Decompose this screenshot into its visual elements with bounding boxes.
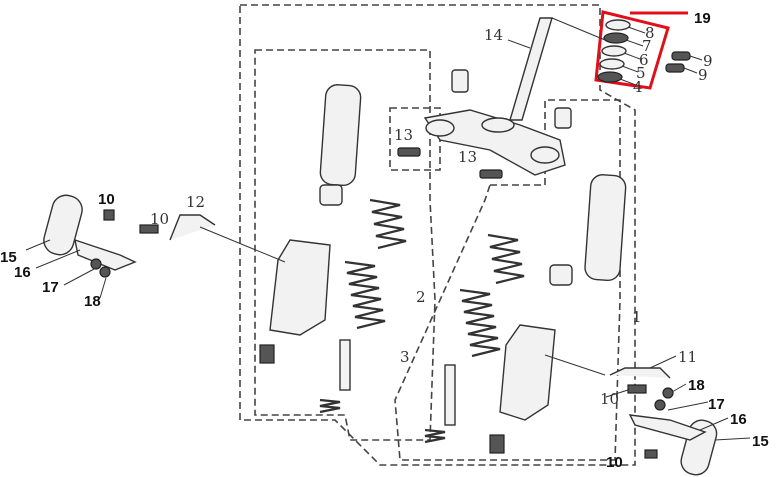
callout-18-right: 18 bbox=[688, 377, 705, 394]
callout-6: 6 bbox=[639, 51, 649, 69]
callout-10-right-a: 10 bbox=[600, 390, 619, 408]
callout-9b: 9 bbox=[698, 66, 708, 84]
left-reflector-set bbox=[25, 194, 286, 299]
cap-left bbox=[451, 69, 469, 93]
left-fork bbox=[259, 84, 407, 414]
callout-13a: 13 bbox=[394, 126, 413, 144]
callout-12: 12 bbox=[186, 193, 205, 211]
right-reflector-set bbox=[544, 354, 751, 476]
callout-17-right: 17 bbox=[708, 396, 725, 413]
steering-stem bbox=[507, 17, 606, 121]
right-fork bbox=[424, 174, 627, 454]
callout-19: 19 bbox=[694, 10, 711, 27]
callout-1: 1 bbox=[632, 308, 642, 326]
callout-11: 11 bbox=[678, 348, 697, 366]
callout-16-left: 16 bbox=[14, 264, 31, 281]
callout-5: 5 bbox=[636, 64, 646, 82]
callout-9a: 9 bbox=[703, 52, 713, 70]
callout-18-left: 18 bbox=[84, 293, 101, 310]
right-fork-outline bbox=[394, 99, 621, 461]
assembly-outline bbox=[239, 4, 636, 466]
callout-8: 8 bbox=[645, 24, 655, 42]
callout-17-left: 17 bbox=[42, 279, 59, 296]
seal-stack bbox=[597, 19, 646, 86]
nuts-9 bbox=[665, 51, 703, 74]
callout-15-right: 15 bbox=[752, 433, 769, 450]
callout-4: 4 bbox=[633, 78, 643, 96]
kit-highlight bbox=[594, 10, 670, 90]
callout-7: 7 bbox=[642, 37, 652, 55]
callout-14: 14 bbox=[484, 26, 503, 44]
bolt-13a bbox=[397, 147, 421, 157]
callout-16-right: 16 bbox=[730, 411, 747, 428]
callout-10-left-b: 10 bbox=[150, 210, 169, 228]
callout-10-right-b: 10 bbox=[606, 454, 623, 471]
callout-10-left-a: 10 bbox=[98, 191, 115, 208]
bolt-group-outline bbox=[389, 107, 441, 171]
callout-2: 2 bbox=[416, 288, 426, 306]
callout-13b: 13 bbox=[458, 148, 477, 166]
bolt-13b bbox=[479, 169, 503, 179]
callout-15-left: 15 bbox=[0, 249, 17, 266]
triple-clamp bbox=[423, 109, 566, 176]
callout-3: 3 bbox=[400, 348, 410, 366]
cap-right bbox=[554, 107, 572, 129]
